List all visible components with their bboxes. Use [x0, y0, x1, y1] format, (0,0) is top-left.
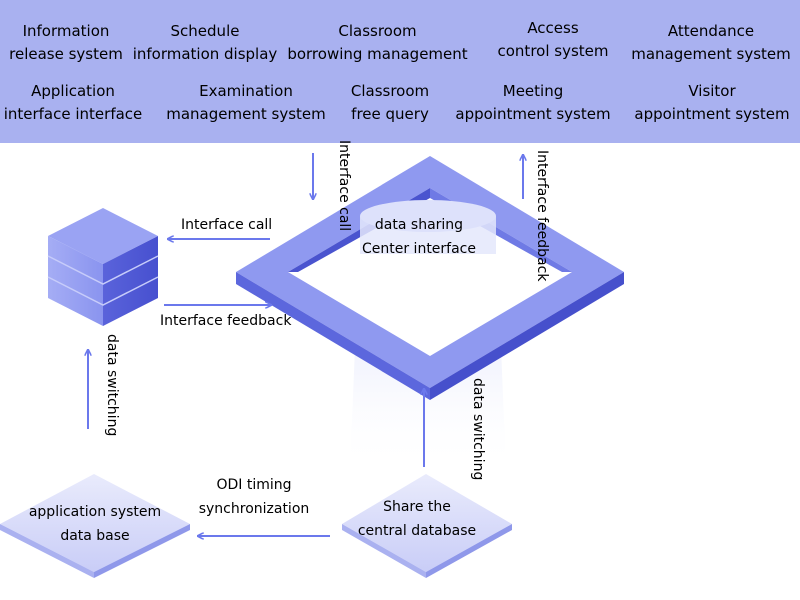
- interface-call-left-label: Interface call: [181, 217, 273, 233]
- server-cube-icon: [47, 208, 159, 326]
- interface-feedback-left-label: Interface feedback: [160, 313, 292, 329]
- data-sharing-cylinder: [360, 200, 496, 254]
- application-db-pad: [0, 474, 190, 578]
- interface-feedback-top-label: Interface feedback: [534, 150, 550, 282]
- data-switching-right-label: data switching: [470, 378, 486, 481]
- interface-call-top-label: Interface call: [336, 140, 352, 232]
- central-db-pad: [342, 474, 512, 578]
- data-switching-left-label: data switching: [104, 334, 120, 437]
- sharing-hub-frame: [236, 156, 624, 400]
